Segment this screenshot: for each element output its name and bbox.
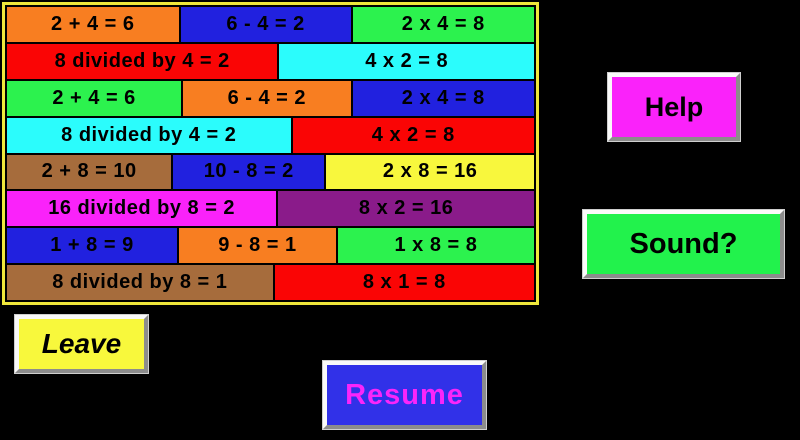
sound-button[interactable]: Sound? [582, 209, 785, 279]
equation-card[interactable]: 2 + 4 = 6 [7, 80, 182, 116]
leave-button[interactable]: Leave [14, 314, 149, 374]
equation-card[interactable]: 2 x 4 = 8 [352, 80, 534, 116]
equation-card[interactable]: 8 x 2 = 16 [278, 191, 534, 227]
equation-card[interactable]: 8 divided by 4 = 2 [7, 43, 278, 79]
resume-button[interactable]: Resume [322, 360, 487, 430]
equation-card[interactable]: 1 x 8 = 8 [337, 228, 534, 264]
equation-card[interactable]: 6 - 4 = 2 [180, 7, 351, 42]
equation-card[interactable]: 1 + 8 = 9 [7, 228, 177, 264]
equation-card[interactable]: 2 + 8 = 10 [7, 154, 172, 190]
help-button[interactable]: Help [607, 72, 741, 142]
equation-card[interactable]: 8 x 1 = 8 [274, 265, 534, 300]
equation-card[interactable]: 2 x 8 = 16 [326, 154, 534, 190]
equation-card[interactable]: 4 x 2 = 8 [279, 43, 534, 79]
equation-card[interactable]: 4 x 2 = 8 [292, 117, 534, 153]
equation-card[interactable]: 16 divided by 8 = 2 [7, 191, 277, 227]
equation-card[interactable]: 6 - 4 = 2 [183, 80, 351, 116]
equation-card[interactable]: 8 divided by 8 = 1 [7, 265, 273, 300]
equation-card[interactable]: 8 divided by 4 = 2 [7, 117, 291, 153]
equation-card[interactable]: 10 - 8 = 2 [173, 154, 325, 190]
equation-card[interactable]: 2 x 4 = 8 [352, 7, 534, 42]
equation-card[interactable]: 2 + 4 = 6 [7, 7, 179, 42]
equation-card[interactable]: 9 - 8 = 1 [178, 228, 336, 264]
